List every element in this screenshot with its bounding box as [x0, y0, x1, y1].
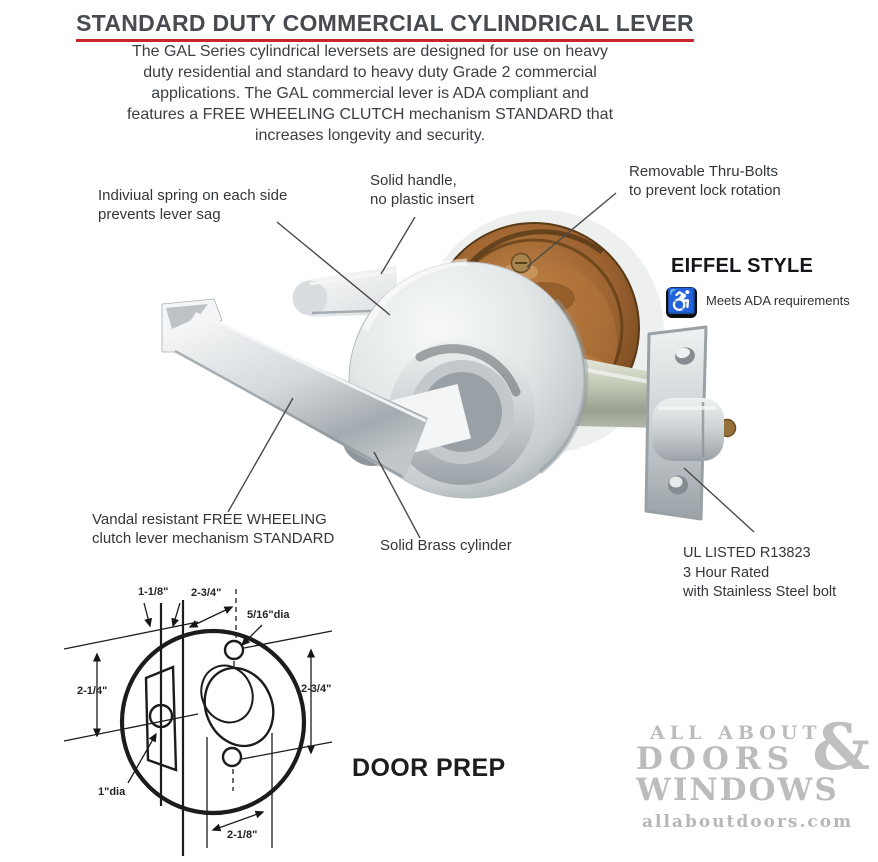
callout-spring: Indiviual spring on each side prevents l… [98, 187, 288, 223]
watermark-url: allaboutdoors.com [642, 812, 854, 832]
intro-line: applications. The GAL commercial lever i… [151, 85, 589, 102]
dim-faceplate-width: 1-1/8" [138, 586, 169, 598]
watermark-line-windows: WINDOWS [636, 772, 839, 808]
callout-brass-cylinder: Solid Brass cylinder [380, 537, 512, 554]
intro-line: The GAL Series cylindrical leversets are… [131, 43, 609, 60]
watermark-line-all-about: ALL ABOUT [650, 722, 822, 744]
dim-bore-diameter: 2-1/8" [227, 829, 258, 841]
watermark-ampersand: & [812, 710, 870, 785]
intro-line: duty residential and standard to heavy d… [143, 64, 597, 81]
dim-thru-bolt-spacing: 2-3/4" [301, 683, 332, 695]
lever-photo [161, 210, 737, 521]
ada-wheelchair-icon: ♿ [666, 287, 697, 318]
style-name-label: EIFFEL STYLE [671, 255, 814, 277]
watermark-logo: ALL ABOUT DOORS & WINDOWS allaboutdoors.… [636, 716, 870, 833]
latch-bolt [652, 398, 724, 461]
header: STANDARD DUTY COMMERCIAL CYLINDRICAL LEV… [0, 10, 770, 42]
page-title: STANDARD DUTY COMMERCIAL CYLINDRICAL LEV… [76, 10, 694, 42]
callout-thru-bolts: Removable Thru-Bolts to prevent lock rot… [629, 163, 781, 199]
door-prep-title: DOOR PREP [352, 754, 506, 782]
callout-vandal-resistant: Vandal resistant FREE WHEELING clutch le… [92, 511, 335, 547]
door-prep-diagram [63, 589, 333, 856]
dim-faceplate-height: 2-1/4" [77, 685, 108, 697]
ada-compliance-label: Meets ADA requirements [706, 293, 850, 308]
door-prep-circle [119, 628, 307, 816]
latch-plate-outline [144, 665, 178, 772]
dim-latch-hole-diameter: 1"dia [98, 786, 126, 798]
intro-paragraph: The GAL Series cylindrical leversets are… [0, 41, 740, 146]
dim-backset: 2-3/4" [191, 587, 222, 599]
watermark-line-doors: DOORS [636, 741, 796, 777]
intro-line: features a FREE WHEELING CLUTCH mechanis… [126, 106, 614, 123]
intro-line: increases longevity and security. [254, 127, 486, 144]
dim-top-hole-diameter: 5/16"dia [247, 609, 290, 621]
callout-ul-listed: UL LISTED R13823 3 Hour Rated with Stain… [683, 545, 837, 600]
lever-handle [161, 298, 428, 480]
callout-solid-handle: Solid handle, no plastic insert [370, 172, 475, 208]
callout-lines [227, 192, 755, 539]
bore-hole [203, 666, 275, 748]
